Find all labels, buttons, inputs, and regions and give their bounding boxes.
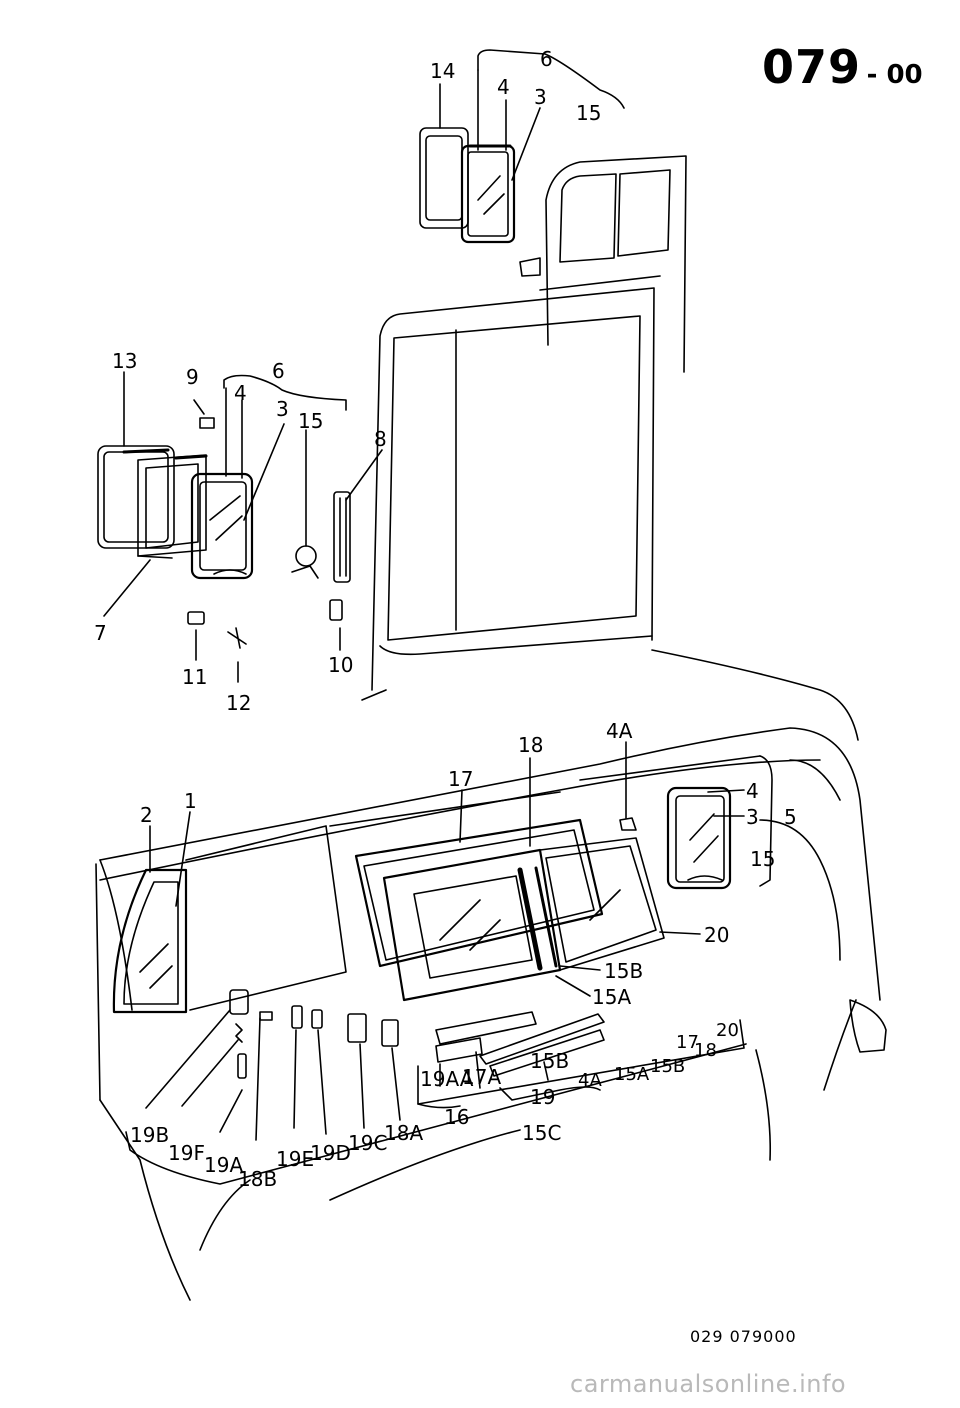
callout-11: 11 <box>182 665 207 689</box>
callout-13: 13 <box>112 349 137 373</box>
kit-15a: 15A <box>614 1064 650 1085</box>
right-window-leaders <box>625 741 773 887</box>
hardware-parts <box>229 989 605 1079</box>
callout-3-mid: 3 <box>276 397 289 421</box>
callout-17: 17 <box>448 767 473 791</box>
callout-15a-side: 15A <box>592 985 631 1009</box>
van-body-outline <box>99 649 887 1301</box>
callout-9: 9 <box>186 365 199 389</box>
diagram-code: 029 079000 <box>690 1327 797 1346</box>
callout-5: 5 <box>784 805 797 829</box>
page-number: 079 - 00 <box>762 40 923 94</box>
callout-18a: 18A <box>384 1121 423 1145</box>
callout-7: 7 <box>94 621 107 645</box>
sliding-window-leaders <box>149 757 701 997</box>
middle-pin-9 <box>193 399 215 429</box>
hardware-leaders <box>125 1009 747 1185</box>
middle-seal-13 <box>97 445 175 549</box>
middle-leaders <box>103 371 347 617</box>
kit-18: 18 <box>694 1040 717 1061</box>
callout-4-top: 4 <box>497 75 510 99</box>
callout-19f: 19F <box>168 1141 205 1165</box>
middle-door-outline <box>361 287 655 701</box>
kit-20: 20 <box>716 1020 739 1041</box>
callout-18b: 18B <box>238 1167 277 1191</box>
callout-19a: 19A <box>204 1153 243 1177</box>
callout-19: 19 <box>530 1085 555 1109</box>
middle-parts-10-11-12 <box>187 599 343 683</box>
callout-10: 10 <box>328 653 353 677</box>
middle-glass-3 <box>190 472 254 580</box>
right-hinged-window <box>619 786 732 890</box>
door-window-frame <box>419 127 469 229</box>
callout-20: 20 <box>704 923 729 947</box>
callout-19e: 19E <box>276 1147 314 1171</box>
callout-15b-low: 15B <box>530 1049 569 1073</box>
callout-15b-side: 15B <box>604 959 643 983</box>
callout-16: 16 <box>444 1105 469 1129</box>
middle-frame-7 <box>137 454 208 559</box>
callout-3-right: 3 <box>746 805 759 829</box>
callout-4-mid: 4 <box>234 381 247 405</box>
callout-19d: 19D <box>310 1141 351 1165</box>
callout-19b: 19B <box>130 1123 169 1147</box>
callout-4a-right: 4A <box>606 719 633 743</box>
callout-15-mid: 15 <box>298 409 323 433</box>
callout-19aa: 19AA <box>420 1067 474 1091</box>
callout-4-right: 4 <box>746 779 759 803</box>
door-window-glass <box>460 144 516 244</box>
callout-17a: 17A <box>462 1065 501 1089</box>
kit-15b: 15B <box>650 1056 685 1077</box>
callout-18: 18 <box>518 733 543 757</box>
callout-8: 8 <box>374 427 387 451</box>
callout-1: 1 <box>184 789 197 813</box>
callout-19c: 19C <box>348 1131 387 1155</box>
middle-strip-8 <box>333 449 383 583</box>
kit-17: 17 <box>676 1032 699 1053</box>
callout-2: 2 <box>140 803 153 827</box>
rear-quarter-window <box>112 868 188 1014</box>
callout-3-top: 3 <box>534 85 547 109</box>
callout-15-top: 15 <box>576 101 601 125</box>
callout-14: 14 <box>430 59 455 83</box>
middle-latch-15 <box>291 429 319 579</box>
callout-12: 12 <box>226 691 251 715</box>
callout-6-mid: 6 <box>272 359 285 383</box>
sliding-window-assembly <box>354 818 665 1002</box>
sliding-door-outline <box>519 155 687 373</box>
top-leaders <box>439 49 625 181</box>
kit-4a: 4A <box>578 1070 602 1091</box>
side-window-openings <box>95 755 761 1101</box>
watermark: carmanualsonline.info <box>570 1370 847 1398</box>
page-number-suffix: - 00 <box>866 60 923 90</box>
callout-15-right: 15 <box>750 847 775 871</box>
callout-6-top: 6 <box>540 47 553 71</box>
page-number-main: 079 <box>762 40 862 94</box>
callout-15c: 15C <box>522 1121 561 1145</box>
